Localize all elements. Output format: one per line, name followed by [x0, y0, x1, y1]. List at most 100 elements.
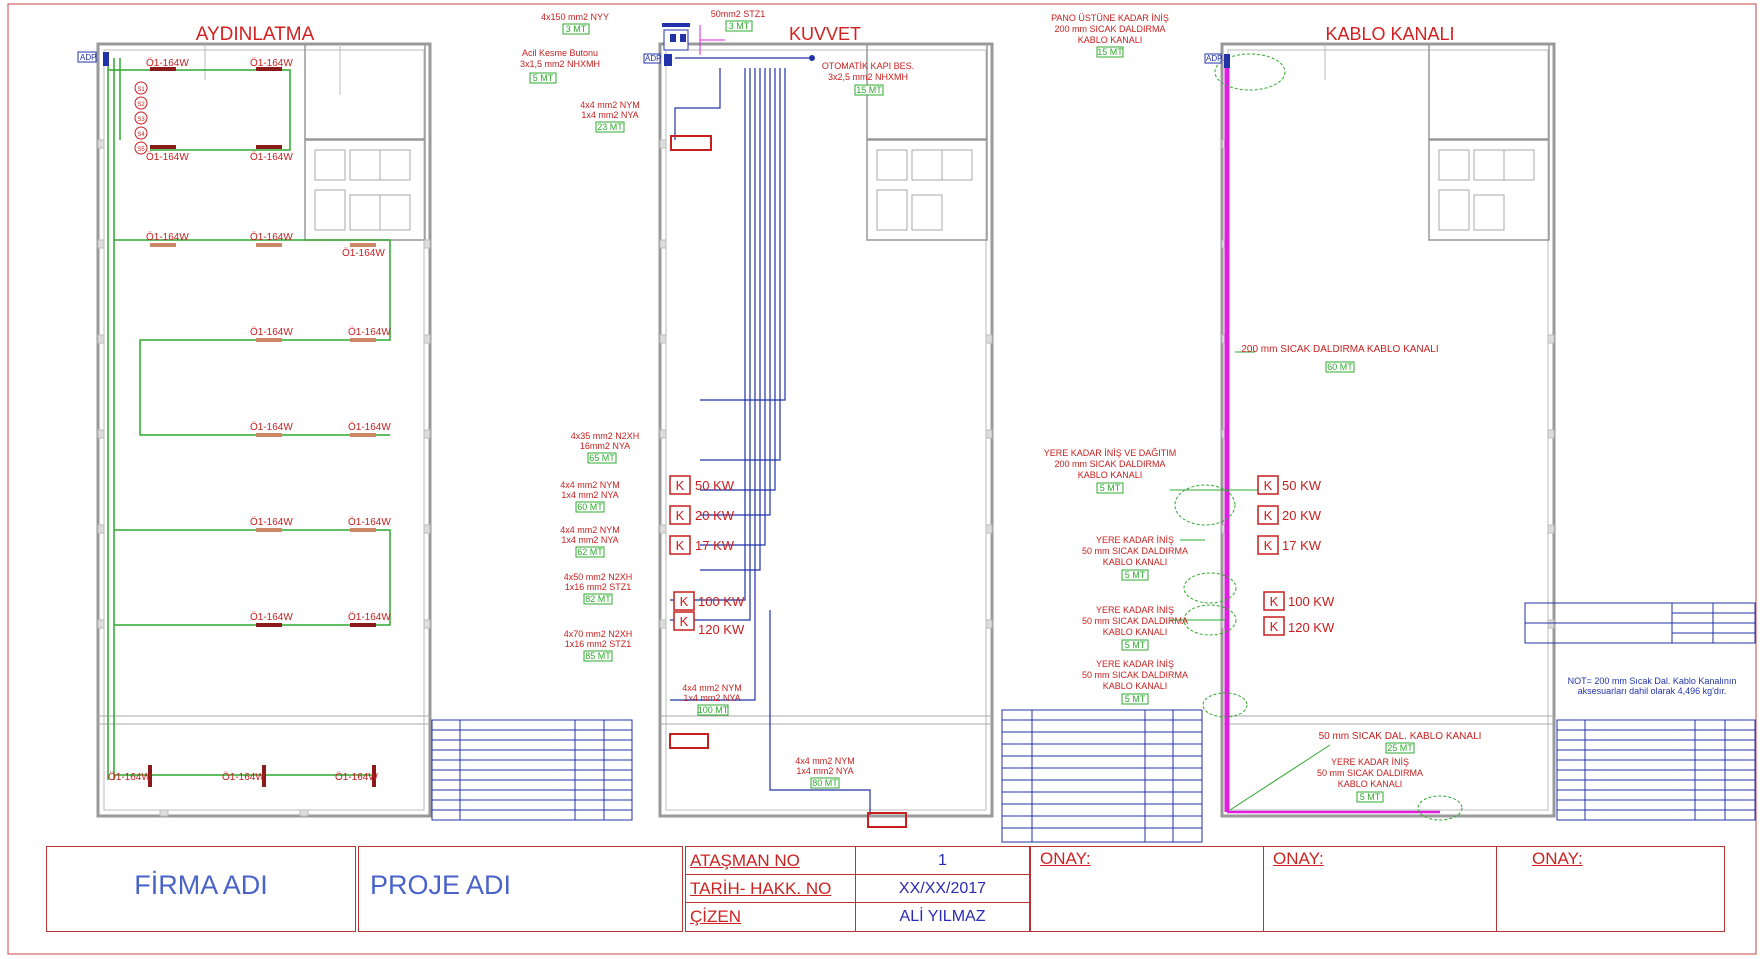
fixture-label: Ö1-164W [335, 771, 378, 783]
svg-text:60 MT: 60 MT [577, 502, 603, 512]
cable-label: 1x16 mm2 STZ1 [565, 639, 632, 649]
svg-text:5 MT: 5 MT [1125, 640, 1146, 650]
date-label: TARİH- HAKK. NO [690, 879, 832, 898]
tray-note: KABLO KANALI [1078, 35, 1143, 45]
svg-text:85 MT: 85 MT [585, 651, 611, 661]
tray-note: KABLO KANALI [1103, 557, 1168, 567]
lighting-plan [77, 42, 432, 818]
contactor-k: K [1264, 508, 1273, 523]
load-kw: 17 KW [695, 538, 735, 553]
load-kw: 100 KW [698, 594, 745, 609]
approval-divider [1496, 846, 1497, 932]
info-divider [855, 846, 856, 932]
fixture-label: Ö1-164W [250, 151, 293, 163]
svg-text:82 MT: 82 MT [585, 594, 611, 604]
load-kw: 120 KW [698, 622, 745, 637]
sheet-border [7, 3, 1757, 955]
tray-note: YERE KADAR İNİŞ [1096, 659, 1174, 669]
fixture-label: Ö1-164W [348, 326, 391, 338]
load-kw: 120 KW [1288, 620, 1335, 635]
cable-label: 4x4 mm2 NYM [560, 480, 620, 490]
cable-label: 1x4 mm2 NYA [581, 110, 638, 120]
lighting-title: AYDINLATMA [196, 24, 315, 45]
cable-label: 1x4 mm2 NYA [561, 490, 618, 500]
contactor-k: K [1270, 619, 1279, 634]
cable-label: 4x4 mm2 NYM [560, 525, 620, 535]
cable-label: 1x4 mm2 NYA [796, 766, 853, 776]
svg-text:3 MT: 3 MT [729, 21, 750, 31]
tray-note: 50 mm SICAK DALDIRMA [1317, 768, 1423, 778]
contactor-k: K [1264, 538, 1273, 553]
tray-note: YERE KADAR İNİŞ VE DAĞITIM [1044, 448, 1177, 458]
tray-note: KABLO KANALI [1103, 627, 1168, 637]
sheet-no-value: 1 [938, 852, 947, 869]
tray-length-tags: 15 MT 60 MT 5 MT 5 MT 5 MT 5 MT 25 MT 5 … [1096, 46, 1415, 803]
load-kw: 20 KW [1282, 508, 1322, 523]
lighting-panel-tag: ADP [80, 53, 96, 62]
info-row-line [685, 902, 1030, 903]
fixture-label: Ö1-164W [108, 771, 151, 783]
cable-label: OTOMATİK KAPI BES. [822, 61, 914, 71]
svg-text:62 MT: 62 MT [577, 547, 603, 557]
svg-text:15 MT: 15 MT [1097, 47, 1123, 57]
tray-note: 50 mm SICAK DAL. KABLO KANALI [1319, 731, 1482, 742]
lighting-legend-table [431, 719, 633, 821]
cable-label: 1x16 mm2 STZ1 [565, 582, 632, 592]
tray-note: KABLO KANALI [1103, 681, 1168, 691]
power-length-tags: 3 MT 3 MT 5 MT 15 MT 23 MT 65 MT 60 MT 6… [529, 20, 884, 789]
info-box [685, 846, 1030, 932]
power-legend-table [1001, 709, 1203, 843]
cable-label: 4x4 mm2 NYM [682, 683, 742, 693]
drawn-by-value: ALİ YILMAZ [899, 908, 986, 925]
project-name: PROJE ADI [370, 870, 512, 900]
approval-label: ONAY: [1273, 849, 1324, 868]
firm-name: FİRMA ADI [134, 870, 268, 900]
drawn-by-label: ÇİZEN [690, 907, 741, 926]
circuit-label: S3 [137, 117, 145, 123]
tray-panel-tag: ADP [1206, 54, 1222, 63]
approval-box [1030, 846, 1725, 932]
fixture-label: Ö1-164W [348, 516, 391, 528]
tray-note: 50 mm SICAK DALDIRMA [1082, 616, 1188, 626]
contactor-k: K [676, 478, 685, 493]
cable-label: 4x150 mm2 NYY [541, 12, 609, 22]
tray-legend-table [1524, 602, 1756, 821]
tray-note: YERE KADAR İNİŞ [1096, 605, 1174, 615]
svg-text:60 MT: 60 MT [1327, 362, 1353, 372]
svg-text:25 MT: 25 MT [1387, 743, 1413, 753]
tray-labels: KABLO KANALI ADP PANO ÜSTÜNE KADAR İNİŞ … [1044, 13, 1737, 789]
cable-label: Acil Kesme Butonu [522, 48, 598, 58]
power-plan [643, 23, 994, 828]
svg-text:5 MT: 5 MT [1100, 483, 1121, 493]
contactor-k: K [680, 594, 689, 609]
approval-label: ONAY: [1040, 849, 1091, 868]
load-kw: 17 KW [1282, 538, 1322, 553]
cable-label: 4x70 mm2 N2XH [564, 629, 633, 639]
firm-box [46, 846, 356, 932]
approval-divider [1263, 846, 1264, 932]
tray-plan [1170, 42, 1556, 821]
cable-label: 4x4 mm2 NYM [795, 756, 855, 766]
tray-note: 200 mm SICAK DALDIRMA [1054, 459, 1165, 469]
tray-note: KABLO KANALI [1338, 779, 1403, 789]
contactor-k: K [1264, 478, 1273, 493]
svg-text:65 MT: 65 MT [589, 453, 615, 463]
cable-label: 4x50 mm2 N2XH [564, 572, 633, 582]
power-labels: KUVVET 4x150 mm2 NYY 50mm2 STZ1 Acil Kes… [520, 9, 914, 776]
load-kw: 20 KW [695, 508, 735, 523]
fixture-label: Ö1-164W [146, 151, 189, 163]
contactor-k: K [1270, 594, 1279, 609]
fixture-label: Ö1-164W [222, 771, 265, 783]
tray-note: YERE KADAR İNİŞ [1096, 535, 1174, 545]
power-panel-tag: ADP [645, 54, 661, 63]
cable-label: 3x2,5 mm2 NHXMH [828, 72, 908, 82]
power-title: KUVVET [789, 24, 861, 44]
tray-note: 200 mm SICAK DALDIRMA [1054, 24, 1165, 34]
svg-text:80 MT: 80 MT [812, 778, 838, 788]
load-kw: 50 KW [695, 478, 735, 493]
fixture-label: Ö1-164W [146, 57, 189, 69]
lighting-labels: AYDINLATMA ADP Ö1-164W Ö1-164W Ö1-164W Ö… [80, 24, 391, 783]
fixture-label: Ö1-164W [250, 326, 293, 338]
fixture-label: Ö1-164W [342, 247, 385, 259]
svg-text:3 MT: 3 MT [566, 24, 587, 34]
